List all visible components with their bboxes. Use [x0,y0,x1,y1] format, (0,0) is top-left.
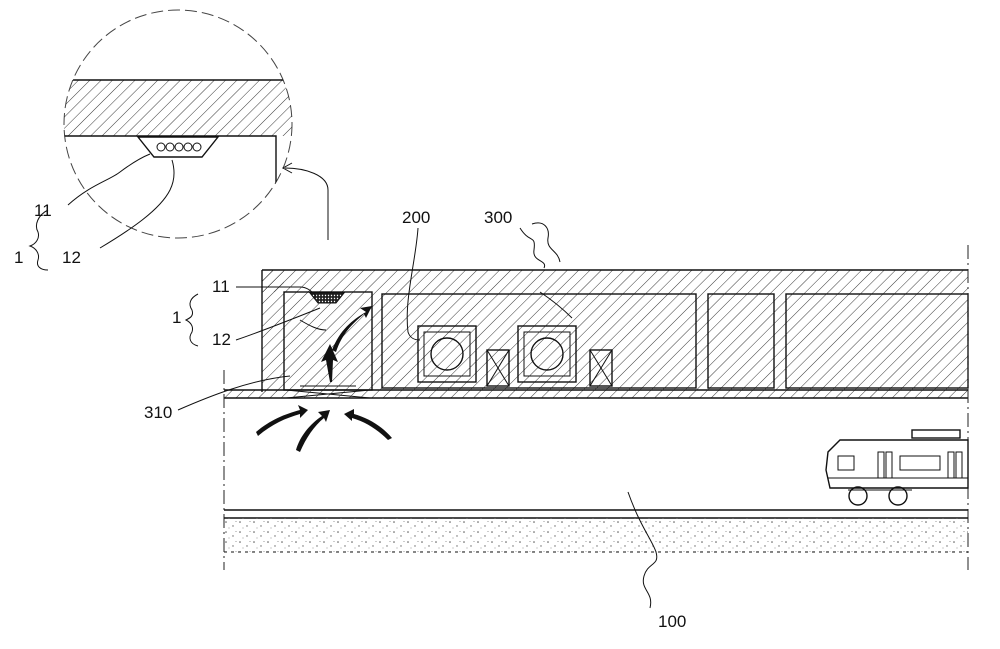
detail-view: 11 1 12 [14,10,300,270]
detail-label-12: 12 [62,248,81,267]
hatch-fill-upper [284,292,968,390]
label-300: 300 [484,208,512,227]
label-1: 1 [172,308,181,327]
mid-slab [224,390,968,398]
label-11: 11 [212,277,230,296]
detail-label-11: 11 [34,201,52,220]
ceiling-slab [262,270,968,292]
train [826,430,968,505]
detail-connector-arrow [285,168,328,240]
label-12: 12 [212,330,231,349]
detail-leader-11 [68,154,150,205]
left-wall [262,270,284,392]
ballast-bed [224,518,968,552]
brace-1 [186,294,198,346]
label-100: 100 [658,612,686,631]
airflow-arrows-inlet [256,405,392,452]
detail-leader-12 [100,160,174,248]
label-200: 200 [402,208,430,227]
detail-label-1: 1 [14,248,23,267]
tunnel-structure [224,245,968,570]
label-310: 310 [144,403,172,422]
detail-ceiling-slab [60,80,300,136]
